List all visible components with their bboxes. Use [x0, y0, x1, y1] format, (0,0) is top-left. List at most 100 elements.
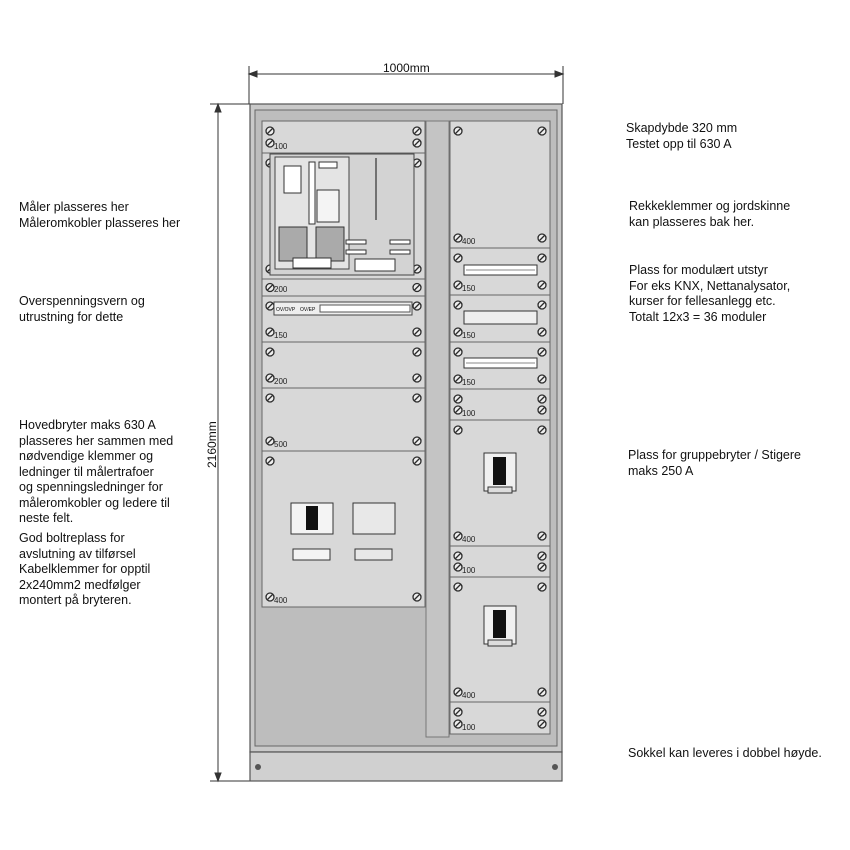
right-panel-size-label: 400: [462, 535, 476, 544]
bolt-icon: [537, 280, 547, 290]
bolt-icon: [453, 551, 463, 561]
surge-label-1: OV/OVP: [276, 307, 296, 313]
right-panel-1: 400: [449, 120, 551, 249]
bolt-icon: [265, 373, 275, 383]
bolt-icon: [412, 327, 422, 337]
bolt-icon: [412, 436, 422, 446]
bolt-icon: [412, 393, 422, 403]
bolt-icon: [265, 138, 275, 148]
bolt-icon: [412, 456, 422, 466]
meter-equipment: [269, 153, 415, 276]
bolt-icon: [537, 300, 547, 310]
plinth-screw-right: [552, 764, 558, 770]
modular-rail-1: [463, 264, 538, 276]
bolt-icon: [537, 233, 547, 243]
group-switch-2: [483, 605, 517, 647]
right-panel-size-label: 150: [462, 331, 476, 340]
surge-label-2: OV/EP: [300, 307, 316, 313]
left-panel-7: 400: [261, 450, 426, 608]
height-dimension-line: [210, 102, 252, 783]
right-panel-5: 100: [449, 388, 551, 421]
modular-rail-2: [463, 310, 538, 325]
bolt-icon: [453, 531, 463, 541]
bolt-icon: [537, 327, 547, 337]
left-panel-size-label: 500: [274, 440, 288, 449]
note-surge: Overspenningsvern og utrustning for dett…: [19, 294, 145, 324]
right-panel-7: 100: [449, 545, 551, 578]
bolt-icon: [265, 282, 275, 293]
note-depth: Skapdybde 320 mm Testet opp til 630 A: [626, 121, 738, 151]
main-switch: [290, 502, 396, 561]
bolt-icon: [453, 582, 463, 592]
bolt-icon: [453, 405, 463, 415]
note-bolt: God boltreplass for avslutning av tilfør…: [19, 531, 151, 607]
bolt-icon: [453, 233, 463, 243]
bolt-icon: [265, 393, 275, 403]
bolt-icon: [453, 719, 463, 729]
surge-protection-rail: OV/OVP OV/EP: [273, 301, 413, 316]
bolt-icon: [453, 347, 463, 357]
width-dimension-line: [247, 66, 565, 104]
modular-rail-3: [463, 357, 538, 369]
bolt-icon: [453, 327, 463, 337]
bolt-icon: [412, 301, 422, 311]
note-meter: Måler plasseres her Måleromkobler plasse…: [19, 200, 181, 230]
bolt-icon: [537, 126, 547, 136]
bolt-icon: [265, 456, 275, 466]
right-panel-size-label: 150: [462, 378, 476, 387]
left-panel-1: 100: [261, 120, 426, 154]
bolt-icon: [412, 347, 422, 357]
bolt-icon: [537, 374, 547, 384]
bolt-icon: [453, 126, 463, 136]
right-panel-size-label: 400: [462, 237, 476, 246]
plinth-screw-left: [255, 764, 261, 770]
bolt-icon: [412, 592, 422, 602]
right-panel-size-label: 100: [462, 409, 476, 418]
bolt-icon: [537, 405, 547, 415]
bolt-icon: [453, 280, 463, 290]
bolt-icon: [265, 592, 275, 602]
bolt-icon: [537, 687, 547, 697]
note-modular: Plass for modulært utstyr For eks KNX, N…: [629, 263, 791, 324]
bolt-icon: [453, 687, 463, 697]
left-panel-size-label: 150: [274, 331, 288, 340]
left-panel-3: 200: [261, 278, 426, 297]
bolt-icon: [537, 562, 547, 572]
bolt-icon: [453, 374, 463, 384]
bolt-icon: [537, 707, 547, 717]
right-panel-size-label: 400: [462, 691, 476, 700]
bolt-icon: [453, 394, 463, 404]
height-label: 2160mm: [205, 421, 219, 468]
center-divider: [425, 120, 450, 738]
bolt-icon: [453, 562, 463, 572]
bolt-icon: [265, 327, 275, 337]
bolt-icon: [537, 425, 547, 435]
left-panel-size-label: 100: [274, 142, 288, 151]
bolt-icon: [537, 531, 547, 541]
left-panel-size-label: 200: [274, 285, 288, 294]
note-group: Plass for gruppebryter / Stigere maks 25…: [628, 448, 801, 478]
note-terminals: Rekkeklemmer og jordskinne kan plasseres…: [629, 199, 791, 229]
left-panel-size-label: 400: [274, 596, 288, 605]
bolt-icon: [453, 300, 463, 310]
left-panel-column: 100400200150200500400: [261, 120, 426, 608]
bolt-icon: [537, 551, 547, 561]
right-panel-size-label: 100: [462, 566, 476, 575]
bolt-icon: [537, 347, 547, 357]
right-panel-size-label: 100: [462, 723, 476, 732]
note-plinth: Sokkel kan leveres i dobbel høyde.: [628, 746, 822, 760]
bolt-icon: [265, 347, 275, 357]
group-switch-1: [483, 452, 517, 494]
width-label: 1000mm: [383, 61, 430, 75]
bolt-icon: [537, 253, 547, 263]
right-panel-9: 100: [449, 701, 551, 735]
bolt-icon: [453, 253, 463, 263]
left-panel-size-label: 200: [274, 377, 288, 386]
bolt-icon: [412, 138, 422, 148]
bolt-icon: [412, 282, 422, 293]
left-panel-6: 500: [261, 387, 426, 452]
bolt-icon: [265, 301, 275, 311]
note-main-switch: Hovedbryter maks 630 A plasseres her sam…: [19, 418, 174, 525]
bolt-icon: [453, 707, 463, 717]
right-panel-size-label: 150: [462, 284, 476, 293]
